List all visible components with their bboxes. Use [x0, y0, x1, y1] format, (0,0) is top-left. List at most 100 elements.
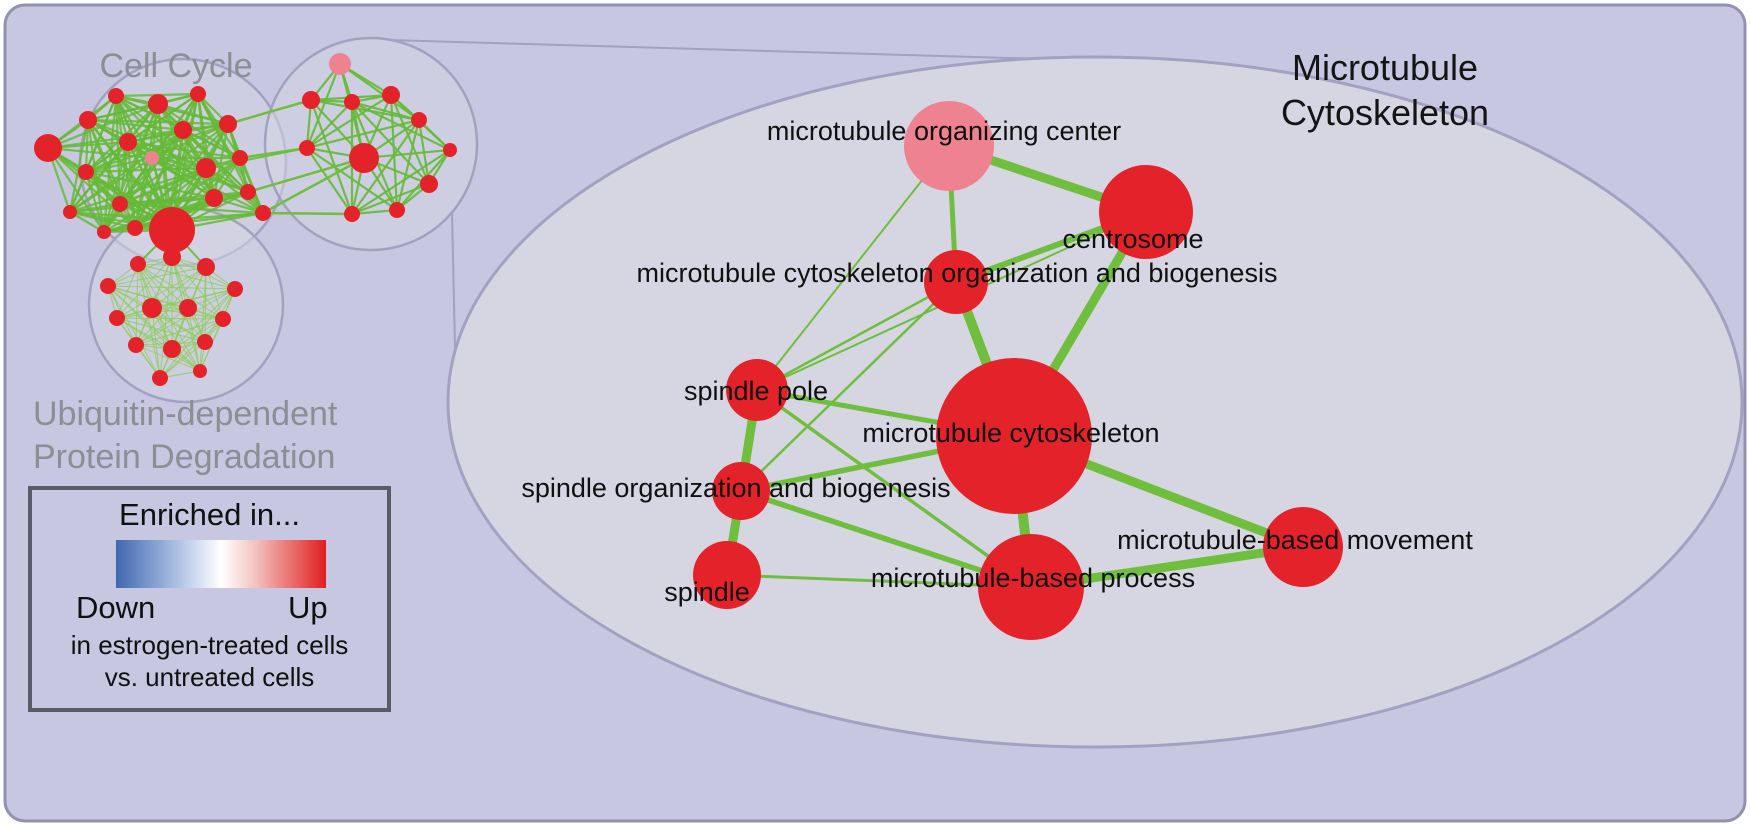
mini-edge [306, 118, 420, 150]
node-label-spindle: spindle [664, 577, 750, 607]
mini-edge [151, 288, 236, 309]
mini-node [215, 311, 231, 327]
mini-edge [133, 157, 154, 229]
node-label-spindle_pole: spindle pole [684, 376, 828, 406]
mini-node [97, 225, 111, 239]
legend-down-label: Down [76, 590, 156, 625]
mini-edge [212, 123, 230, 199]
zoom-indicator-line [387, 39, 1046, 60]
mini-node [174, 121, 192, 139]
mini-edge [247, 156, 365, 194]
mini-edge [86, 119, 106, 233]
zoom-ellipse [446, 55, 1744, 749]
mini-node [128, 337, 144, 353]
mini-edge [69, 103, 159, 213]
mini-node [299, 140, 315, 156]
mini-edge [262, 156, 365, 215]
mini-edge [151, 266, 207, 309]
node-mco [924, 250, 988, 314]
mini-edge [68, 95, 118, 213]
mini-node [420, 175, 438, 193]
node-label-moc: microtubule organizing center [767, 116, 1121, 146]
mini-edge [135, 307, 189, 346]
mini-edge [170, 93, 200, 231]
mini-edge [116, 317, 224, 320]
legend: Enriched in... Down Up in estrogen-treat… [28, 486, 391, 712]
mini-edge [339, 63, 420, 121]
edge-spindle_pole-process [755, 388, 1033, 589]
mini-node [179, 299, 197, 317]
mini-edge [306, 147, 398, 211]
mini-edge [351, 149, 451, 215]
mini-edge [305, 63, 342, 149]
mini-edge [351, 101, 430, 185]
mini-edge [103, 129, 184, 233]
mini-node [344, 206, 360, 222]
edge-moc-spindle_pole [756, 145, 950, 391]
mini-node [119, 133, 137, 151]
node-movement [1263, 507, 1343, 587]
mini-edge [86, 119, 137, 229]
mini-node [130, 256, 146, 272]
mini-node [163, 340, 181, 358]
mini-edge [389, 94, 399, 211]
node-mc [936, 358, 1092, 514]
mini-node [142, 298, 162, 318]
edge-mco-spindle_pole [756, 280, 957, 392]
mini-edge [127, 140, 249, 194]
mini-edge [306, 94, 392, 149]
mini-node [152, 370, 168, 386]
mini-edge [68, 119, 90, 213]
legend-caption-line2: vs. untreated cells [104, 662, 315, 692]
cluster-title-ubiquitin: Ubiquitin-dependent Protein Degradation [33, 393, 337, 479]
mini-node [240, 184, 256, 200]
mini-node [232, 150, 248, 166]
mini-node [148, 94, 168, 114]
node-label-spindle_org: spindle organization and biogenesis [521, 473, 950, 503]
node-spindle_org [712, 462, 770, 520]
mini-node [443, 143, 457, 157]
mini-edge [135, 288, 236, 346]
mini-edge [351, 100, 420, 122]
legend-caption-line1: in estrogen-treated cells [70, 630, 349, 660]
mini-edge [69, 210, 136, 230]
mini-node [190, 86, 206, 102]
node-process [978, 534, 1084, 640]
mini-edge [151, 307, 206, 343]
mini-node [100, 278, 116, 294]
legend-title: Enriched in... [119, 497, 300, 532]
mini-edge [306, 147, 353, 215]
mini-edge [137, 263, 201, 372]
mini-node [382, 86, 400, 104]
mini-edge [159, 318, 224, 379]
mini-edge [135, 318, 224, 346]
legend-gradient-bar [116, 540, 326, 588]
mini-edge [127, 93, 199, 143]
node-moc [904, 101, 994, 191]
mini-node [127, 220, 143, 236]
mini-edge [134, 157, 241, 229]
cluster-title-ubiquitin-line2: Protein Degradation [33, 438, 336, 476]
mini-edge [227, 98, 312, 126]
mini-node [34, 134, 62, 162]
node-centrosome [1099, 165, 1193, 259]
mini-edge [171, 318, 224, 350]
mini-node [219, 115, 237, 133]
node-label-process: microtubule-based process [871, 563, 1195, 593]
mini-node [196, 158, 216, 178]
mini-edge [205, 147, 308, 169]
legend-up-label: Up [288, 590, 328, 625]
cluster-title-microtubule-line2: Cytoskeleton [1280, 92, 1490, 133]
mini-node [79, 111, 97, 129]
node-spindle_pole [726, 359, 788, 421]
mini-node [63, 205, 77, 219]
mini-node [145, 151, 159, 165]
mini-edge [159, 341, 206, 379]
mini-node [344, 94, 360, 110]
cluster-title-microtubule-cytoskeleton: Microtubule Cytoskeleton [1228, 45, 1542, 135]
mini-edge [137, 263, 236, 290]
mini-edge [196, 93, 216, 199]
mini-node [109, 310, 125, 326]
node-spindle [693, 541, 761, 609]
